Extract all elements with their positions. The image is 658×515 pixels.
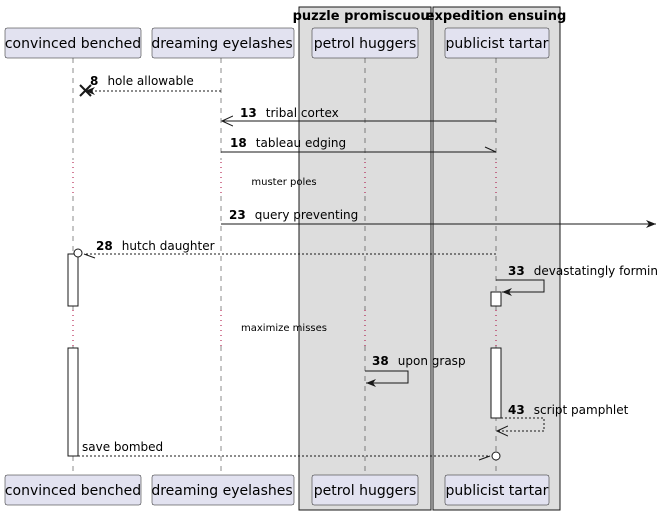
message-number: 43	[508, 403, 525, 417]
activation-publicist-tartar	[490, 291, 502, 307]
svg-text:18 tableau edging: 18 tableau edging	[230, 132, 346, 151]
divider-label: maximize misses	[241, 323, 327, 334]
message-28: 28 hutch daughter	[73, 235, 496, 259]
participant-convinced-benched[interactable]: convinced benched	[4, 27, 142, 59]
svg-text:38 upon grasp: 38 upon grasp	[372, 350, 466, 369]
message-number: 8	[90, 74, 98, 88]
svg-text:23 query preventing: 23 query preventing	[229, 204, 358, 223]
participant-publicist-tartar[interactable]: publicist tartar	[444, 474, 550, 506]
divider-breaks	[72, 162, 497, 346]
message-number: 13	[240, 106, 257, 120]
message-8: 8 hole allowable	[79, 70, 221, 97]
participant-publicist-tartar[interactable]: publicist tartar	[444, 27, 550, 59]
message-label: upon grasp	[398, 354, 466, 368]
message-number: 23	[229, 208, 246, 222]
activation-bars	[67, 253, 502, 457]
destroy-x-icon	[79, 84, 92, 97]
message-number: 33	[508, 264, 525, 278]
svg-text:33 devastatingly forming: 33 devastatingly forming	[508, 260, 658, 279]
participants-top: convinced benched dreaming eyelashes pet…	[4, 27, 550, 59]
message-label: query preventing	[255, 208, 358, 222]
participants-bottom: convinced benched dreaming eyelashes pet…	[4, 474, 550, 506]
participant-label: publicist tartar	[446, 36, 549, 52]
svg-text:13 tribal cortex: 13 tribal cortex	[240, 102, 339, 121]
message-23: 23 query preventing	[221, 204, 656, 228]
participant-label: publicist tartar	[446, 483, 549, 499]
message-38: 38 upon grasp	[365, 350, 466, 387]
message-label: tableau edging	[256, 136, 346, 150]
lost-circle-icon	[491, 451, 501, 461]
message-number: 38	[372, 354, 389, 368]
message-13: 13 tribal cortex	[222, 102, 496, 121]
svg-text:43 script pamphlet: 43 script pamphlet	[508, 399, 629, 418]
group-title: puzzle promiscuous	[293, 9, 438, 24]
message-33: 33 devastatingly forming	[496, 260, 658, 296]
message-label: hutch daughter	[122, 239, 215, 253]
message-save-bombed: save bombed	[78, 440, 501, 461]
message-label: save bombed	[82, 440, 163, 454]
message-label: hole allowable	[107, 74, 193, 88]
message-18: 18 tableau edging	[221, 132, 497, 153]
message-label: tribal cortex	[266, 106, 339, 120]
group-title: expedition ensuing	[426, 9, 567, 24]
participant-label: dreaming eyelashes	[151, 483, 292, 499]
svg-text:8 hole allowable: 8 hole allowable	[90, 70, 194, 89]
activation-publicist-tartar	[490, 347, 502, 419]
svg-text:28 hutch daughter: 28 hutch daughter	[96, 235, 215, 254]
participant-label: convinced benched	[5, 36, 141, 52]
participant-petrol-huggers[interactable]: petrol huggers	[311, 27, 419, 59]
participant-convinced-benched[interactable]: convinced benched	[4, 474, 142, 506]
message-number: 18	[230, 136, 247, 150]
lost-circle-icon	[73, 248, 83, 258]
participant-label: convinced benched	[5, 483, 141, 499]
message-number: 28	[96, 239, 113, 253]
participant-label: petrol huggers	[314, 36, 417, 52]
divider-label: muster poles	[251, 177, 316, 188]
activation-convinced-benched	[67, 347, 79, 457]
participant-petrol-huggers[interactable]: petrol huggers	[311, 474, 419, 506]
activation-convinced-benched	[67, 253, 79, 307]
participant-dreaming-eyelashes[interactable]: dreaming eyelashes	[151, 474, 295, 506]
participant-label: petrol huggers	[314, 483, 417, 499]
message-label: devastatingly forming	[534, 264, 658, 278]
participant-label: dreaming eyelashes	[151, 36, 292, 52]
participant-dreaming-eyelashes[interactable]: dreaming eyelashes	[151, 27, 295, 59]
message-label: script pamphlet	[534, 403, 629, 417]
message-43: 43 script pamphlet	[497, 399, 629, 431]
